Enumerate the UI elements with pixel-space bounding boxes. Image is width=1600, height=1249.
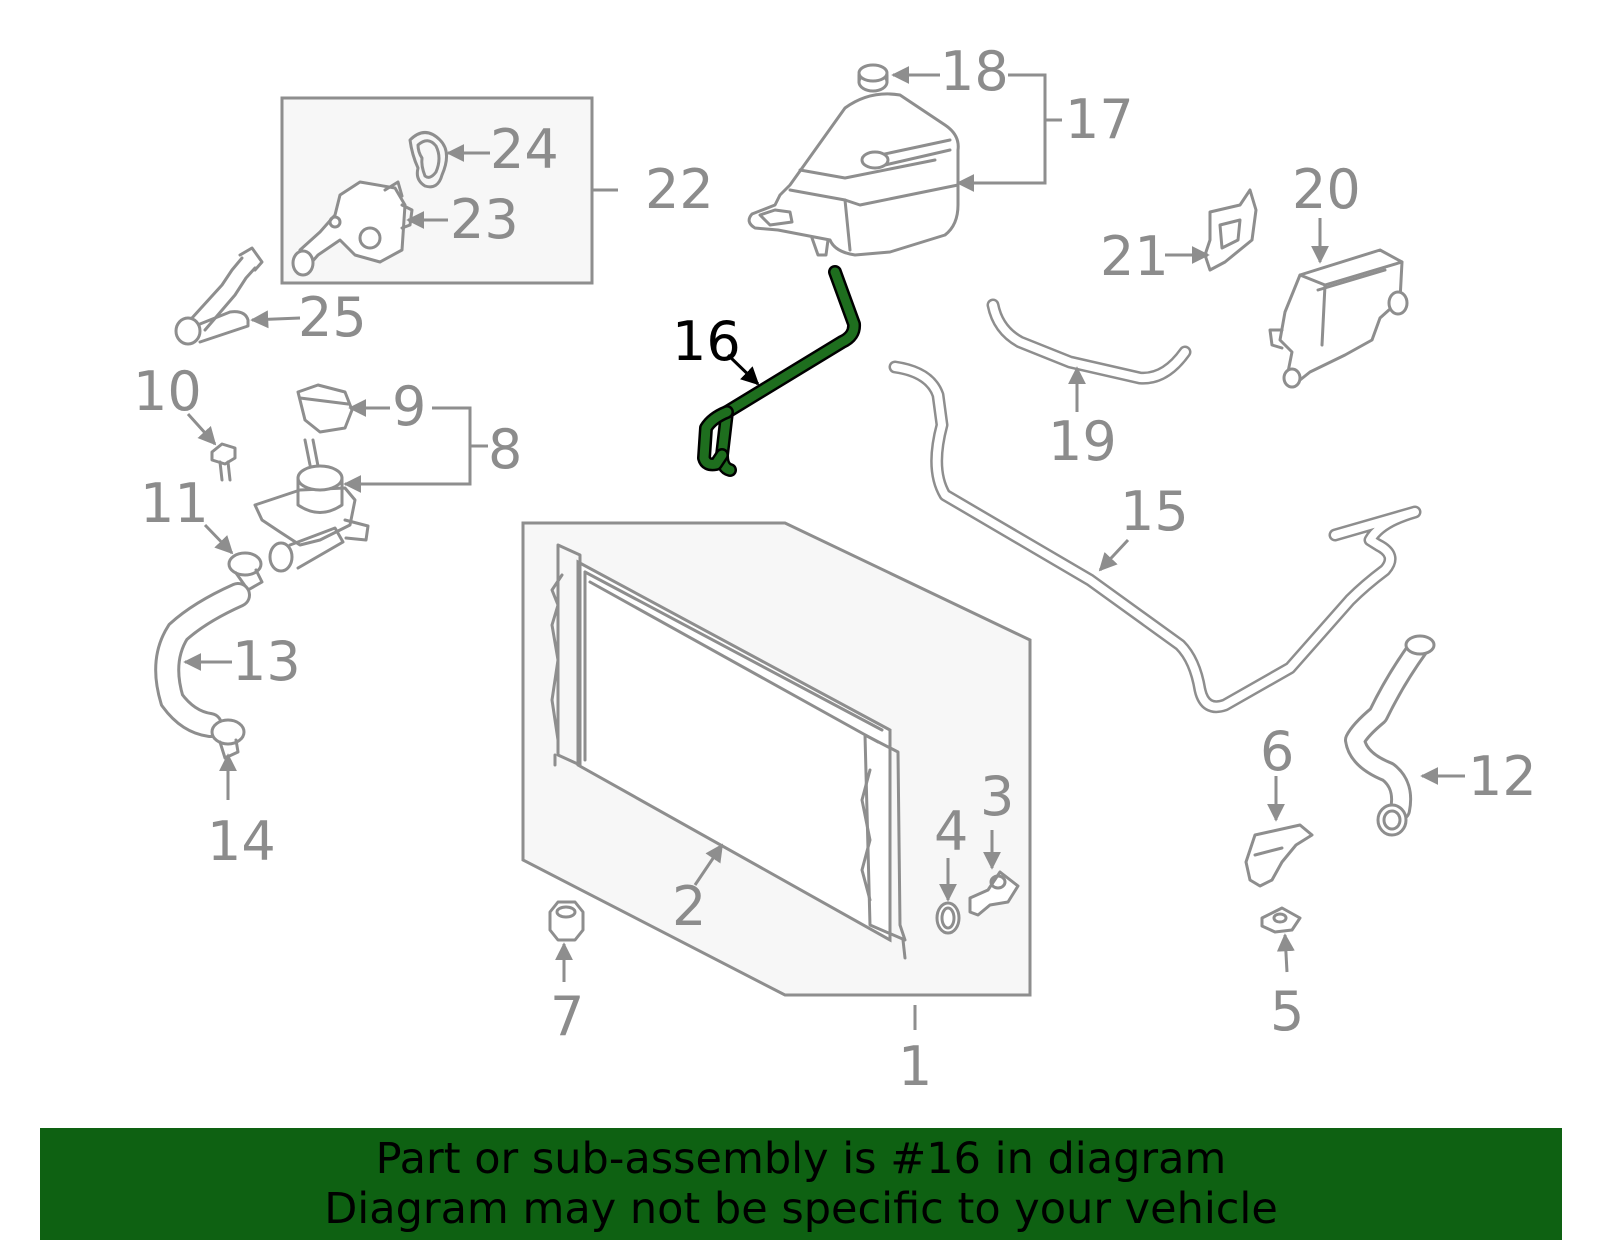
drain-plug-3-icon	[968, 870, 1020, 917]
filler-neck-8-icon	[253, 438, 370, 573]
bolt-10-icon	[210, 442, 237, 482]
callout-labels: 18 17 24 22 23 20 21 25 16 10 9 19 8 11 …	[133, 40, 1537, 1098]
banner-line-1: Part or sub-assembly is #16 in diagram	[375, 1134, 1227, 1184]
radiator-core-2-icon	[550, 543, 907, 960]
callout-14: 14	[207, 810, 276, 873]
gasket-21-icon	[1203, 188, 1258, 272]
callout-9: 9	[392, 375, 426, 438]
callout-25: 25	[298, 286, 367, 349]
coolant-reservoir-17-icon	[747, 92, 960, 257]
callout-16[interactable]: 16	[672, 310, 741, 373]
outlet-assembly-box	[280, 96, 618, 285]
callout-11: 11	[140, 472, 209, 535]
callout-17: 17	[1065, 88, 1134, 151]
callout-22: 22	[645, 158, 714, 221]
radiator-cap-9-icon	[296, 383, 354, 434]
hose-12-icon	[1344, 634, 1436, 837]
callout-2: 2	[672, 875, 706, 938]
callout-20: 20	[1292, 158, 1361, 221]
banner-line-2: Diagram may not be specific to your vehi…	[324, 1184, 1278, 1234]
clamp-11-icon	[227, 551, 264, 592]
callout-18: 18	[940, 40, 1009, 103]
callout-21: 21	[1100, 225, 1169, 288]
info-banner: Part or sub-assembly is #16 in diagram D…	[40, 1128, 1562, 1240]
callout-4: 4	[934, 800, 968, 863]
hose-13-icon	[154, 582, 251, 738]
highlighted-hose-16[interactable]	[697, 265, 862, 477]
callout-5: 5	[1270, 980, 1304, 1043]
thermostat-housing-20-icon	[1268, 248, 1409, 389]
clip-5-icon	[1260, 906, 1302, 934]
hose-25-icon	[174, 246, 264, 346]
leader-lines	[183, 66, 1465, 982]
callout-3: 3	[980, 765, 1014, 828]
o-ring-4-icon	[935, 901, 961, 935]
callout-7: 7	[550, 985, 584, 1048]
hose-19-icon	[986, 298, 1192, 385]
hose-15-icon	[888, 360, 1422, 714]
nut-7-icon	[548, 900, 585, 942]
reservoir-cap-18-icon	[857, 63, 889, 93]
callout-19: 19	[1048, 410, 1117, 473]
callout-15: 15	[1120, 480, 1189, 543]
gasket-24-icon	[408, 131, 448, 189]
water-outlet-23-icon	[291, 180, 414, 277]
callout-8: 8	[488, 418, 522, 481]
clamp-14-icon	[210, 718, 246, 760]
callout-24: 24	[490, 118, 559, 181]
callout-1: 1	[898, 1035, 932, 1098]
callout-6: 6	[1260, 720, 1294, 783]
callout-12: 12	[1468, 745, 1537, 808]
callout-23: 23	[450, 188, 519, 251]
callout-13: 13	[232, 630, 301, 693]
callout-10: 10	[133, 360, 202, 423]
bracket-6-icon	[1244, 823, 1314, 888]
